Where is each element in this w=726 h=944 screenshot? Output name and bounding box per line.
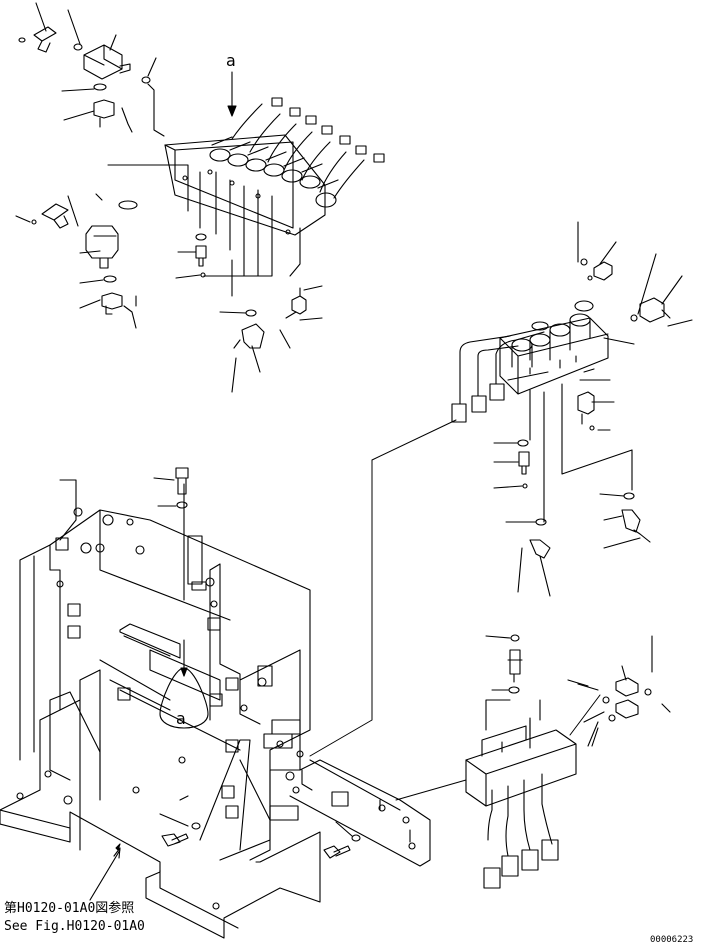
bolt-top [153, 467, 189, 509]
valve-assembly-upper-left: a [15, 2, 385, 393]
right-lower-fittings [493, 439, 651, 597]
valve-assembly-lower-right [465, 634, 671, 889]
reference-label-english: See Fig.H0120-01A0 [4, 919, 145, 934]
small-fittings-left [61, 83, 133, 133]
leader-lines [309, 419, 601, 801]
bolt-lower-left [159, 813, 201, 847]
harness-connectors-right [451, 331, 545, 423]
drawing-number: 00006223 [650, 935, 693, 944]
valve-assembly-right [451, 221, 693, 597]
fittings-center-upper [175, 233, 323, 393]
frame-pads [55, 535, 349, 821]
view-label-a: a [226, 51, 236, 70]
bolt-lower-right [323, 821, 361, 859]
lower-harness [483, 773, 559, 889]
solenoid-stack [209, 136, 339, 208]
reference-label-japanese: 第H0120-01A0図参照 [4, 900, 134, 916]
upper-fitting [485, 634, 523, 694]
harness-connectors [231, 97, 385, 199]
valve-block [164, 71, 385, 236]
frame-holes [16, 507, 304, 910]
valve-block-right [499, 317, 609, 395]
detail-callout [159, 667, 209, 729]
solenoid-connector [83, 34, 165, 137]
mounting-frame: a [0, 467, 431, 939]
detail-label-a: a [176, 709, 186, 728]
solenoid-stack-right [511, 300, 594, 368]
lower-right-fittings [567, 635, 671, 747]
elbow-fitting-top [18, 2, 83, 53]
small-fittings-left-lower [15, 195, 138, 329]
right-fittings [577, 221, 693, 431]
valve-block-lower [465, 729, 577, 807]
